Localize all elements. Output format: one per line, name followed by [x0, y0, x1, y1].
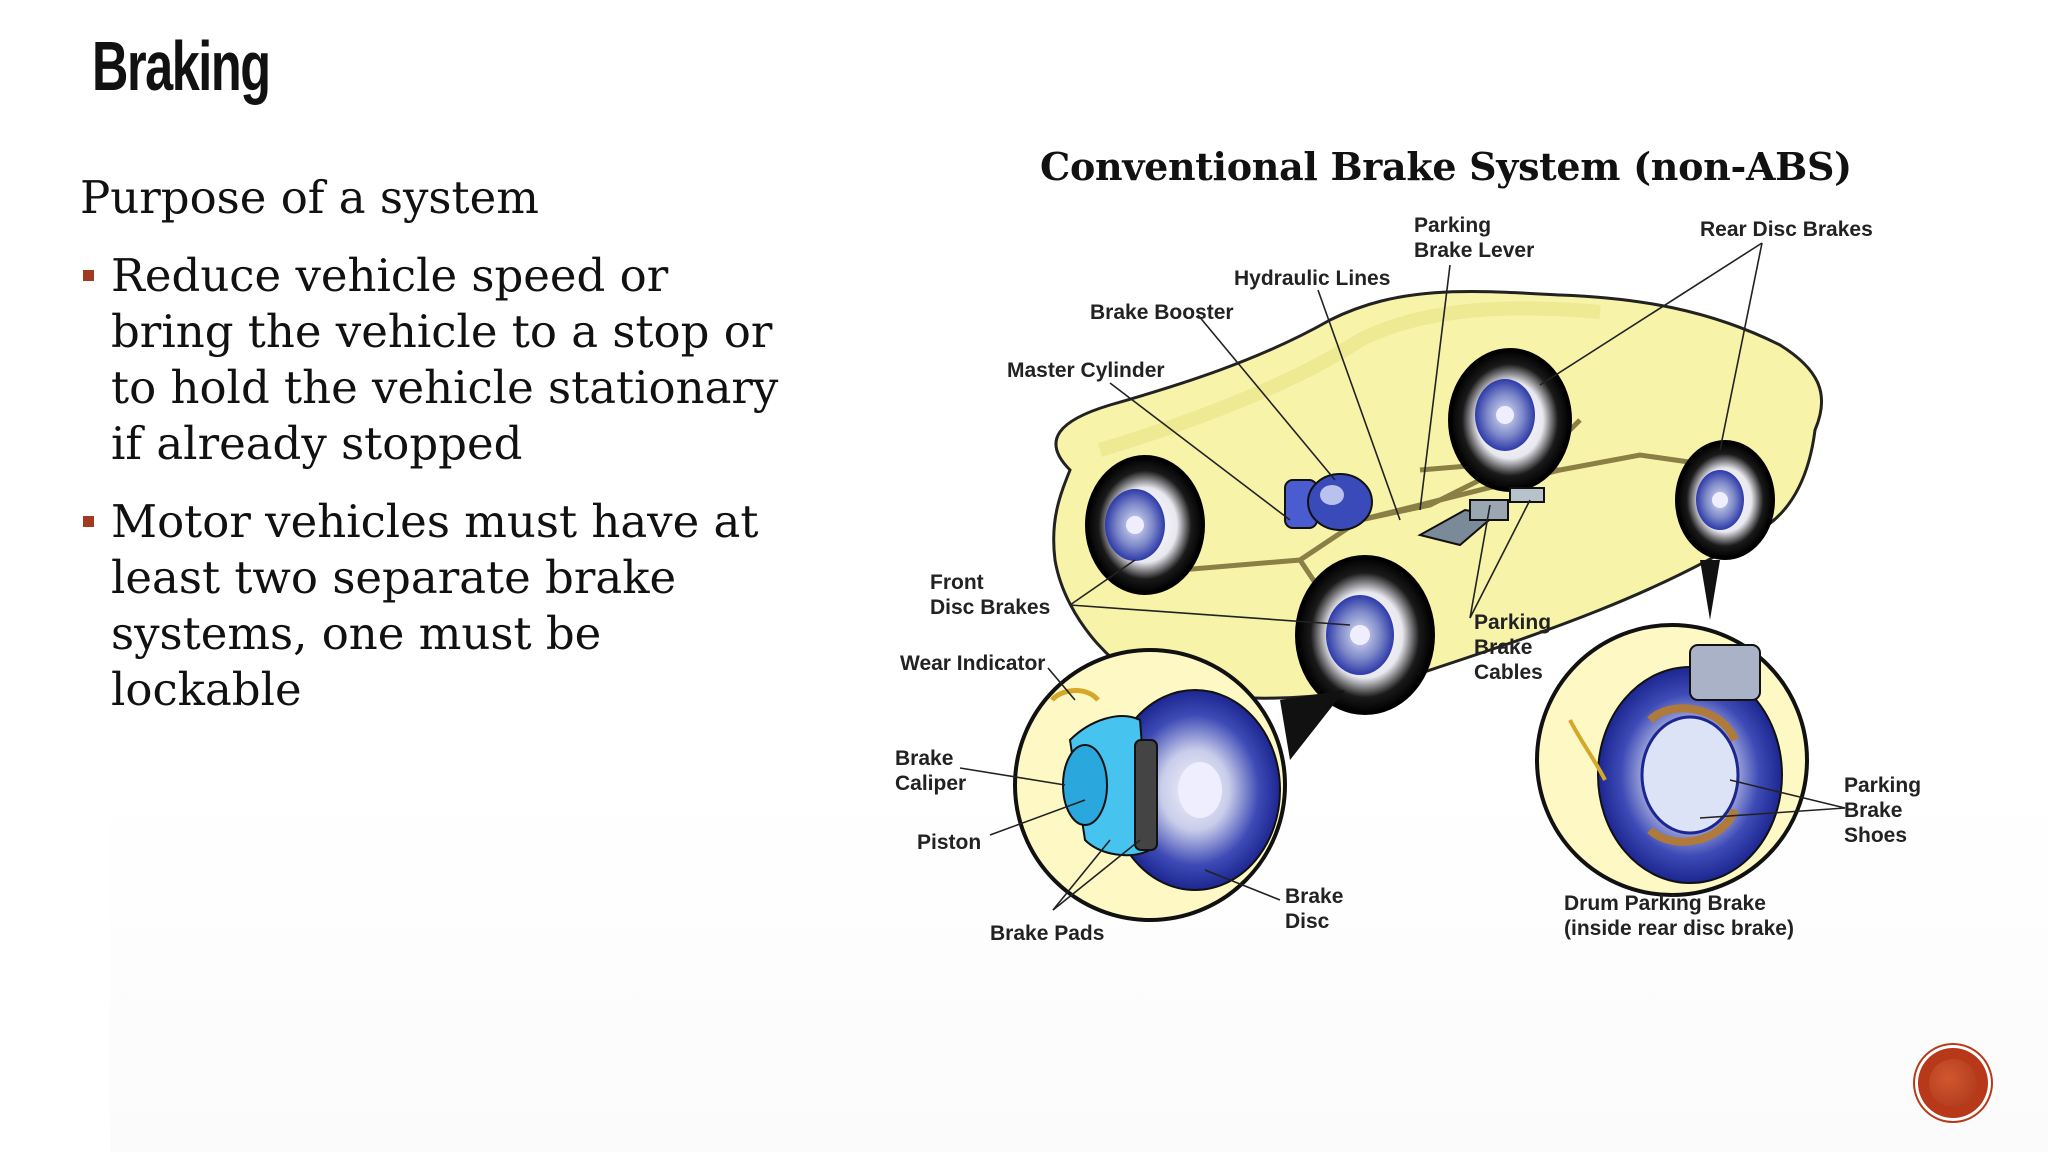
label-brake-caliper: Brake Caliper: [895, 747, 967, 795]
square-bullet-icon: [83, 270, 94, 281]
rear-left-wheel: [1448, 348, 1572, 492]
label-brake-disc: Brake Disc: [1285, 885, 1344, 933]
front-right-wheel: [1295, 555, 1435, 715]
label-parking-brake-lever: Parking Brake Lever: [1414, 214, 1535, 262]
diagram-title: Conventional Brake System (non-ABS): [1040, 144, 1852, 189]
bullet-text: Motor vehicles must have at least two se…: [111, 495, 759, 716]
label-front-disc-brakes: Front Disc Brakes: [930, 571, 1051, 619]
front-left-wheel: [1085, 455, 1205, 595]
square-bullet-icon: [83, 516, 94, 527]
next-slide-icon[interactable]: [1915, 1045, 1991, 1121]
bullet-item: Motor vehicles must have at least two se…: [80, 494, 780, 718]
label-drum-parking-brake: Drum Parking Brake (inside rear disc bra…: [1564, 892, 1794, 940]
label-brake-booster: Brake Booster: [1090, 301, 1234, 324]
label-parking-brake-cables: Parking Brake Cables: [1474, 611, 1552, 684]
label-brake-pads: Brake Pads: [990, 922, 1105, 945]
bullet-text: Reduce vehicle speed or bring the vehicl…: [111, 249, 779, 470]
leader-lines: [959, 242, 1846, 911]
rear-right-wheel: [1675, 440, 1775, 560]
label-piston: Piston: [917, 831, 982, 854]
slide-title: Braking: [92, 27, 271, 105]
label-parking-brake-shoes: Parking Brake Shoes: [1844, 774, 1922, 847]
label-wear-indicator: Wear Indicator: [900, 652, 1046, 675]
lead-text: Purpose of a system: [80, 171, 539, 224]
brake-system-illustration: [959, 242, 1846, 922]
label-master-cylinder: Master Cylinder: [1007, 359, 1165, 382]
master-cylinder-booster: [1284, 473, 1373, 531]
label-rear-disc-brakes: Rear Disc Brakes: [1700, 218, 1873, 241]
body-text: Purpose of a system Reduce vehicle speed…: [80, 170, 780, 740]
label-hydraulic-lines: Hydraulic Lines: [1234, 267, 1391, 290]
front-brake-callout: [1013, 648, 1345, 922]
rear-brake-callout: [1535, 560, 1809, 897]
bullet-item: Reduce vehicle speed or bring the vehicl…: [80, 248, 780, 472]
